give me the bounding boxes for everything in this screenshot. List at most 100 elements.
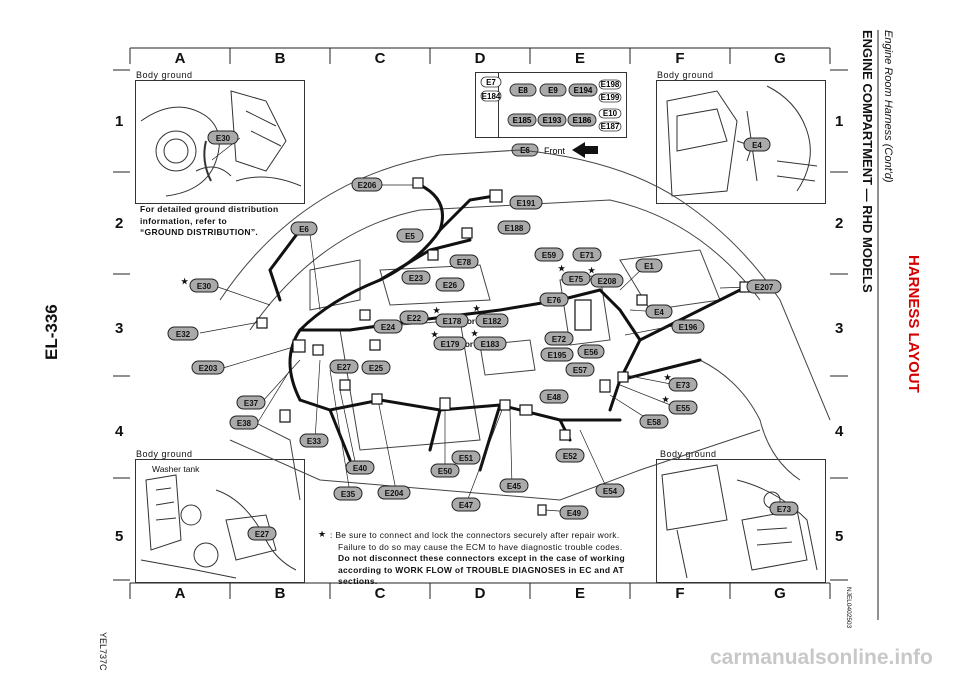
inset-top-right: [656, 80, 826, 204]
panel-label-top-right: Body ground: [657, 70, 714, 80]
tag-e38: E38: [237, 419, 252, 428]
tag-e52: E52: [563, 452, 578, 461]
tag-e22: E22: [407, 314, 422, 323]
row-label-3-right: 3: [835, 320, 844, 337]
tag-e71: E71: [580, 251, 595, 260]
col-label-b: B: [274, 50, 286, 67]
inset-tag-e8: E8: [518, 86, 528, 95]
ground-note-line-3: “GROUND DISTRIBUTION”.: [140, 227, 259, 237]
tag-e33: E33: [307, 437, 322, 446]
tag-e204: E204: [385, 489, 404, 498]
footnote-line-4: according to WORK FLOW of TROUBLE DIAGNO…: [338, 564, 624, 575]
tag-e35: E35: [341, 490, 356, 499]
inset-tag-e193: E193: [543, 116, 562, 125]
inset-tag-e186: E186: [573, 116, 592, 125]
tag-e4-inset: E4: [752, 141, 762, 150]
footnote-star: ★: [318, 529, 327, 539]
tag-e50: E50: [438, 467, 453, 476]
tag-e23: E23: [409, 274, 424, 283]
inset-connector-tags: E7 E184 E8 E9 E194 E198 E199 E185 E193 E…: [480, 76, 622, 132]
star-e30: ★: [181, 277, 189, 286]
col-label-e: E: [574, 50, 585, 67]
inset-bottom-left: [135, 459, 305, 583]
tag-e196: E196: [679, 323, 698, 332]
col-label-b-bottom: B: [274, 585, 286, 602]
tag-e32: E32: [176, 330, 191, 339]
front-label: Front: [544, 146, 566, 156]
panel-label-top-left: Body ground: [136, 70, 193, 80]
tag-e55: E55: [676, 404, 691, 413]
or-label-1: or: [467, 317, 475, 326]
row-label-2: 2: [115, 215, 124, 232]
connector-location-inset: [475, 72, 627, 138]
footnote-line-1: : Be sure to connect and lock the connec…: [330, 530, 620, 540]
inset-bottom-right-drawing: [661, 464, 818, 579]
row-label-5: 5: [115, 528, 124, 545]
tag-e206: E206: [358, 181, 377, 190]
col-label-g-bottom: G: [774, 585, 786, 602]
footnote-line-2: Failure to do so may cause the ECM to ha…: [338, 541, 623, 552]
inset-tag-e7: E7: [486, 78, 496, 87]
row-label-4: 4: [115, 423, 124, 440]
tag-e40: E40: [353, 464, 368, 473]
or-label-2: or: [465, 340, 473, 349]
inset-tag-e9: E9: [548, 86, 558, 95]
tag-e179: E179: [441, 340, 460, 349]
washer-tank-label: Washer tank: [152, 464, 200, 474]
tag-e59: E59: [542, 251, 557, 260]
tag-e182: E182: [483, 317, 502, 326]
row-label-1: 1: [115, 113, 124, 130]
star-e178: ★: [433, 306, 441, 315]
tag-e45: E45: [507, 482, 522, 491]
row-label-5-right: 5: [835, 528, 844, 545]
tag-e25: E25: [369, 364, 384, 373]
tag-e4-main: E4: [654, 308, 664, 317]
inset-tag-e185: E185: [513, 116, 532, 125]
tag-e78: E78: [457, 258, 472, 267]
col-label-a: A: [174, 50, 186, 67]
ground-note: For detailed ground distribution informa…: [140, 204, 279, 239]
tag-e76: E76: [547, 296, 562, 305]
tag-e48: E48: [547, 393, 562, 402]
ground-note-line-1: For detailed ground distribution: [140, 204, 279, 214]
tag-e188: E188: [505, 224, 524, 233]
tag-e195: E195: [548, 351, 567, 360]
inset-tag-e184: E184: [482, 92, 501, 101]
star-e75: ★: [558, 264, 566, 273]
col-label-a-bottom: A: [174, 585, 186, 602]
col-label-c-bottom: C: [374, 585, 386, 602]
watermark: carmanualsonline.info: [710, 646, 933, 669]
tag-e57: E57: [573, 366, 588, 375]
star-e179: ★: [431, 330, 439, 339]
tag-e30-top: E30: [216, 134, 231, 143]
front-arrow-icon: [572, 142, 598, 158]
footnote-line-3: Do not disconnect these connectors excep…: [338, 553, 626, 563]
inset-bottom-left-drawing: [140, 474, 297, 579]
tag-e5: E5: [405, 232, 415, 241]
tag-e24: E24: [381, 323, 396, 332]
star-e208: ★: [588, 266, 596, 275]
ground-note-line-2: information, refer to: [140, 215, 228, 226]
tag-e30-mid: E30: [197, 282, 212, 291]
inset-tag-e10: E10: [603, 109, 618, 118]
tag-e1: E1: [644, 262, 654, 271]
inset-tag-e199: E199: [601, 93, 620, 102]
col-label-d-bottom: D: [474, 585, 486, 602]
tag-e208: E208: [598, 277, 617, 286]
panel-label-bottom-left: Body ground: [136, 449, 193, 459]
tag-e27-inset: E27: [255, 530, 270, 539]
tag-e73-inset: E73: [777, 505, 792, 514]
row-label-3: 3: [115, 320, 124, 337]
star-e183: ★: [471, 329, 479, 338]
tag-e178: E178: [443, 317, 462, 326]
col-label-f: F: [675, 50, 685, 67]
tag-e47: E47: [459, 501, 474, 510]
col-label-d: D: [474, 50, 486, 67]
col-label-e-bottom: E: [574, 585, 585, 602]
tag-e72: E72: [552, 335, 567, 344]
tag-e51: E51: [459, 454, 474, 463]
inset-bottom-right: [656, 459, 826, 583]
inset-tag-e194: E194: [574, 86, 593, 95]
